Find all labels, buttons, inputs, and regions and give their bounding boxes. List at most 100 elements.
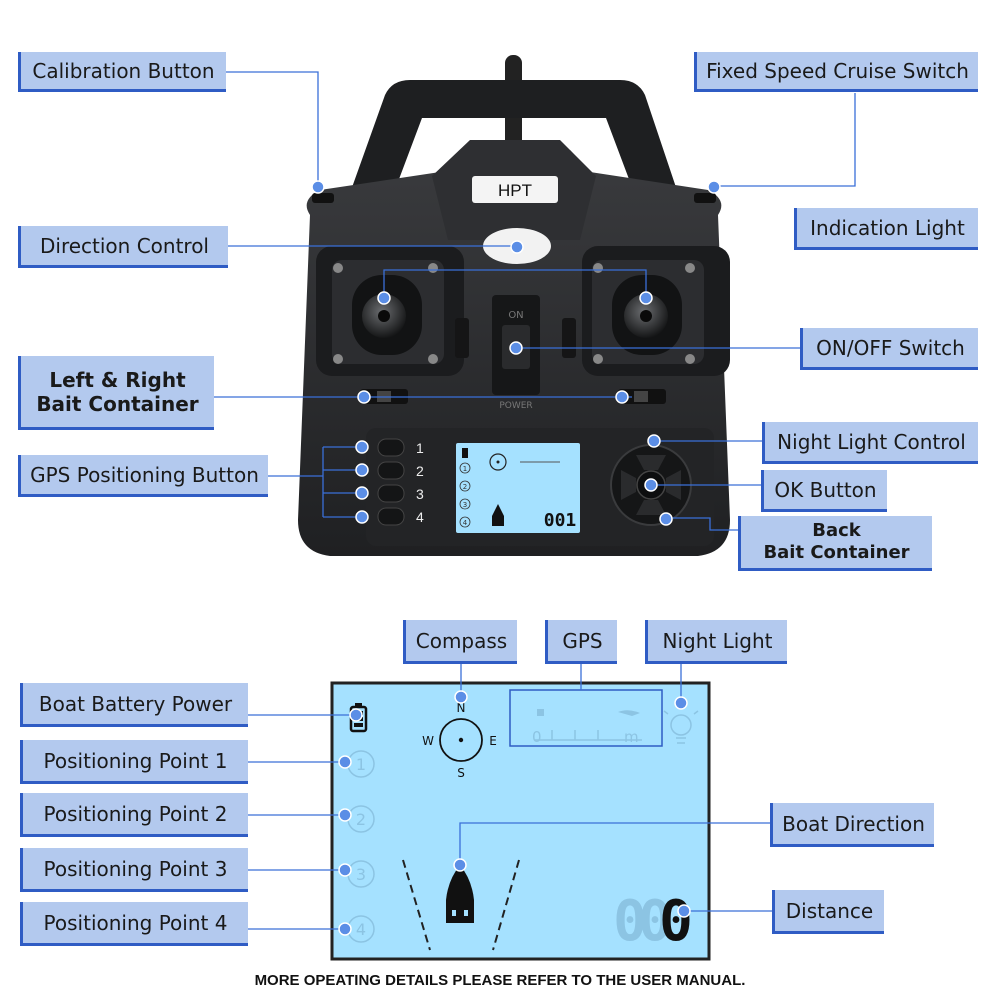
small-lcd-point-label: 2 bbox=[463, 483, 467, 491]
boat-direction-icon bbox=[446, 865, 474, 923]
callout-left-right-bait-container: Left & Right Bait Container bbox=[18, 356, 214, 430]
callout-dot bbox=[355, 486, 369, 500]
callout-calibration-button: Calibration Button bbox=[18, 52, 226, 92]
controller-lcd bbox=[456, 443, 580, 533]
svg-text:0: 0 bbox=[532, 728, 542, 746]
night-light-control-button[interactable] bbox=[636, 455, 666, 470]
gps-button-group: 1 2 3 4 bbox=[377, 438, 424, 526]
callout-boat-direction: Boat Direction bbox=[770, 803, 934, 847]
small-lcd-digits: 001 bbox=[544, 510, 577, 531]
gps-scale: 0 m bbox=[532, 709, 642, 746]
callout-bait-lr-line2: Bait Container bbox=[36, 391, 199, 416]
small-lcd-point-3 bbox=[459, 498, 471, 510]
callout-compass: Compass bbox=[403, 620, 517, 664]
callout-dot bbox=[647, 434, 661, 448]
leader-back-bait bbox=[666, 517, 738, 531]
gps-button-3[interactable] bbox=[377, 484, 405, 503]
callout-dot bbox=[707, 180, 721, 194]
leader-gps-button bbox=[268, 446, 362, 518]
right-trim[interactable] bbox=[562, 318, 576, 358]
callout-on-off-switch: ON/OFF Switch bbox=[800, 328, 978, 370]
callout-dot bbox=[615, 390, 629, 404]
callout-night-light-control: Night Light Control bbox=[762, 422, 978, 464]
gps-button-label: 2 bbox=[416, 463, 424, 479]
svg-text:N: N bbox=[457, 701, 466, 715]
dpad-left-button[interactable] bbox=[621, 470, 636, 500]
callout-dot bbox=[510, 240, 524, 254]
callout-dot bbox=[311, 180, 325, 194]
small-lcd-point-4 bbox=[459, 516, 471, 528]
on-label: ON bbox=[508, 310, 523, 321]
leader-boat-direction bbox=[459, 822, 770, 865]
footer-note: MORE OPEATING DETAILS PLEASE REFER TO TH… bbox=[254, 972, 746, 989]
back-bait-button[interactable] bbox=[636, 500, 666, 515]
callout-gps: GPS bbox=[545, 620, 617, 664]
callout-dot bbox=[377, 291, 391, 305]
callout-dot bbox=[349, 708, 363, 722]
leader-lines bbox=[214, 71, 856, 930]
callout-dot bbox=[355, 510, 369, 524]
svg-text:W: W bbox=[422, 734, 434, 748]
callout-positioning-point-2: Positioning Point 2 bbox=[20, 793, 248, 837]
callout-dot bbox=[355, 463, 369, 477]
callout-positioning-point-3: Positioning Point 3 bbox=[20, 848, 248, 892]
callout-back-bait-line1: Back bbox=[812, 520, 861, 542]
svg-text:S: S bbox=[457, 766, 465, 780]
callout-dot bbox=[338, 755, 352, 769]
small-lcd-point-label: 4 bbox=[463, 519, 468, 527]
screw-icon bbox=[333, 263, 343, 273]
fixed-speed-cruise-switch[interactable] bbox=[694, 193, 716, 203]
callout-positioning-point-4: Positioning Point 4 bbox=[20, 902, 248, 946]
callout-dot bbox=[355, 440, 369, 454]
callout-dot bbox=[357, 390, 371, 404]
callout-back-bait-line2: Bait Container bbox=[763, 542, 910, 563]
brand-label: HPT bbox=[498, 181, 532, 200]
gps-button-label: 4 bbox=[416, 509, 424, 525]
calibration-button[interactable] bbox=[312, 193, 334, 203]
screw-icon bbox=[593, 354, 603, 364]
positioning-point-label: 1 bbox=[356, 755, 366, 774]
small-lcd-point-label: 3 bbox=[463, 501, 467, 509]
left-trim[interactable] bbox=[455, 318, 469, 358]
callout-dot bbox=[509, 341, 523, 355]
small-boat-icon bbox=[492, 504, 504, 526]
positioning-point-label: 2 bbox=[356, 810, 366, 829]
screw-icon bbox=[333, 354, 343, 364]
callout-dot bbox=[677, 904, 691, 918]
callout-distance: Distance bbox=[772, 890, 884, 934]
gps-button-label: 1 bbox=[416, 440, 424, 456]
screw-icon bbox=[685, 263, 695, 273]
callout-dots bbox=[311, 180, 721, 936]
gps-button-1[interactable] bbox=[377, 438, 405, 457]
callout-dot bbox=[453, 858, 467, 872]
lane-line-left bbox=[402, 859, 431, 951]
callout-dot bbox=[338, 922, 352, 936]
screw-icon bbox=[428, 263, 438, 273]
distance-ghost-digit: 0 bbox=[638, 889, 672, 954]
small-lcd-point-label: 1 bbox=[463, 465, 467, 473]
gps-button-4[interactable] bbox=[377, 507, 405, 526]
small-lcd-point-2 bbox=[459, 480, 471, 492]
screw-icon bbox=[685, 354, 695, 364]
gps-button-2[interactable] bbox=[377, 461, 405, 480]
callout-dot bbox=[659, 512, 673, 526]
callout-dot bbox=[338, 863, 352, 877]
callout-direction-control: Direction Control bbox=[18, 226, 228, 268]
small-lcd-point-1 bbox=[459, 462, 471, 474]
svg-text:m: m bbox=[624, 728, 639, 746]
power-label: POWER bbox=[499, 401, 532, 411]
callout-fixed-speed-cruise-switch: Fixed Speed Cruise Switch bbox=[694, 52, 978, 92]
leader-fixed-speed bbox=[714, 93, 856, 187]
gps-button-label: 3 bbox=[416, 486, 424, 502]
positioning-point-label: 3 bbox=[356, 865, 366, 884]
callout-dot bbox=[454, 690, 468, 704]
callout-dot bbox=[338, 808, 352, 822]
compass-icon: N S W E bbox=[422, 701, 497, 780]
distance-value-digit: 0 bbox=[659, 889, 693, 954]
callout-dot bbox=[639, 291, 653, 305]
lane-line-right bbox=[492, 859, 520, 951]
night-light-icon bbox=[663, 703, 699, 744]
lcd-screen bbox=[330, 681, 711, 961]
